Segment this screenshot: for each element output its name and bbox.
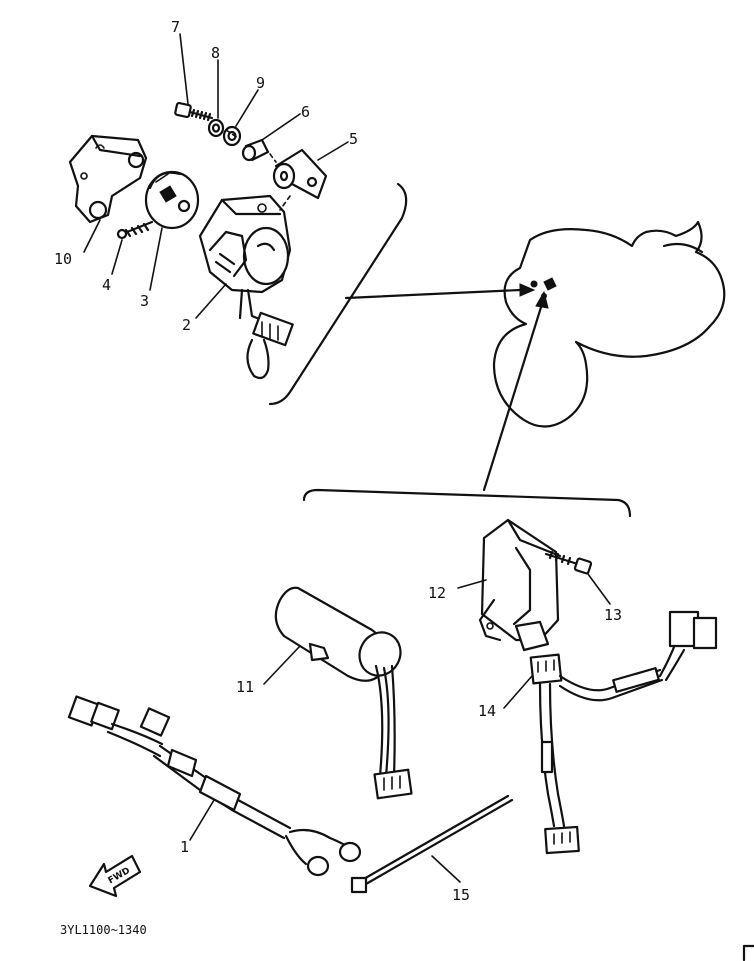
capacitor-11 [274, 586, 413, 800]
rotor-3 [144, 170, 200, 230]
page-corner-mark [742, 944, 754, 961]
washer-8 [207, 118, 225, 138]
leaders-lower [189, 573, 611, 883]
diagram-code: 3YL1100~1340 [60, 923, 147, 937]
part-number-12: 12 [428, 584, 446, 602]
bolt-13 [544, 550, 593, 575]
part-number-13: 13 [604, 606, 622, 624]
part-number-5: 5 [349, 130, 358, 148]
part-number-7: 7 [171, 18, 180, 36]
assembly-center-line [225, 129, 291, 211]
bolt-7 [174, 101, 214, 122]
group-bracket-lower [302, 488, 632, 518]
part-number-labels: 7 8 9 6 5 10 4 3 2 12 13 11 14 1 15 [54, 18, 622, 904]
part-number-6: 6 [301, 103, 310, 121]
group-bracket-upper [268, 182, 408, 406]
part-number-10: 10 [54, 250, 72, 268]
part-number-11: 11 [236, 678, 254, 696]
damper-5 [272, 148, 328, 200]
cable-tie-15 [350, 794, 514, 894]
collar-6 [241, 138, 270, 162]
screw-4 [116, 220, 154, 240]
part-number-14: 14 [478, 702, 496, 720]
pointer-to-location-upper [344, 283, 536, 300]
part-number-2: 2 [182, 316, 191, 334]
part-number-3: 3 [140, 292, 149, 310]
part-number-9: 9 [256, 74, 265, 92]
part-number-15: 15 [452, 886, 470, 904]
leaders-upper [83, 33, 349, 319]
switch-body-2 [198, 194, 294, 380]
bracket-10 [68, 134, 148, 224]
pointer-to-location-lower [482, 290, 549, 492]
part-number-4: 4 [102, 276, 111, 294]
motorcycle-outline [492, 220, 726, 428]
fwd-arrow-icon: FWD [88, 854, 142, 898]
regulator-12 [478, 518, 562, 652]
wire-harness-1 [67, 695, 362, 877]
part-number-1: 1 [180, 838, 189, 856]
part-number-8: 8 [211, 44, 220, 62]
harness-14 [529, 610, 718, 855]
